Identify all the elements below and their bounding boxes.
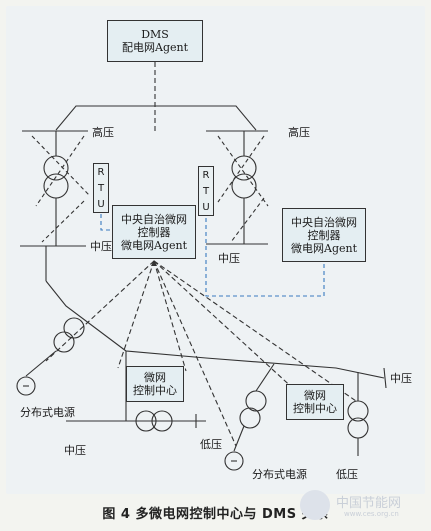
central-left-line2: 控制器 (137, 225, 171, 239)
microgrid-center-left: 微网 控制中心 (126, 366, 184, 402)
label-dg-left: 分布式电源 (20, 406, 75, 419)
rtu-left-r: R (97, 166, 105, 178)
central-left-line1: 中央自治微网 (121, 212, 187, 226)
dg-right-link (233, 425, 245, 452)
dg-left-transformer-lower (53, 331, 75, 353)
rtu-left: R T U (93, 163, 109, 213)
label-mv-left: 中压 (90, 240, 112, 253)
watermark-text: 中国节能网 (336, 496, 402, 511)
rtu-right-u: U (202, 201, 210, 213)
mg-left-line2: 控制中心 (133, 384, 177, 397)
comm-dash-1 (45, 260, 155, 362)
right-dash-3 (230, 197, 265, 243)
label-hv-left: 高压 (92, 126, 114, 139)
watermark-logo-icon (300, 490, 330, 520)
figure-caption: 图 4 多微电网控制中心与 DMS 关系 (102, 507, 329, 522)
comm-dash-4 (153, 260, 237, 447)
dg-right-transformer-lower (239, 407, 261, 429)
dg-left-source (16, 376, 36, 396)
bottom-transformer-left (135, 410, 157, 432)
label-mv-bottom-left: 中压 (64, 444, 86, 457)
dms-box-line2: 配电网Agent (122, 41, 188, 54)
dg-left-transformer-upper (63, 317, 85, 339)
left-feeder-diag (45, 280, 127, 352)
dg-right-source (224, 451, 244, 471)
left-dash-2 (35, 135, 85, 207)
rtu-right-comm (205, 218, 325, 297)
watermark-url: www.ces.org.cn (344, 510, 399, 518)
central-right-line2: 控制器 (307, 228, 341, 242)
left-transformer-upper (43, 155, 69, 181)
central-right-line1: 中央自治微网 (291, 215, 357, 229)
microgrid-center-right: 微网 控制中心 (286, 384, 344, 420)
central-controller-right: 中央自治微网 控制器 微电网Agent (282, 208, 366, 262)
central-controller-left: 中央自治微网 控制器 微电网Agent (112, 205, 196, 259)
right-transformer-upper (231, 155, 257, 181)
left-dash-3 (41, 200, 85, 243)
diagram-frame: DMS 配电网Agent 中央自治微网 控制器 微电网Agent 中央自治微网 … (6, 6, 425, 494)
right-dash-2 (217, 135, 265, 203)
comm-dash-3 (153, 260, 187, 372)
label-mv-right: 中压 (390, 372, 412, 385)
label-hv-right: 高压 (288, 126, 310, 139)
comm-dash-5 (153, 260, 297, 392)
right-dash-1 (217, 135, 269, 207)
mg-right-line2: 控制中心 (293, 402, 337, 415)
comm-arrow-head (151, 260, 157, 266)
rtu-right: R T U (198, 166, 214, 216)
comm-dash-6 (153, 260, 357, 402)
rtu-right-t: T (202, 185, 210, 197)
label-lv-left: 低压 (200, 438, 222, 451)
feeder-top-left (55, 105, 155, 131)
right-lv-transformer-upper (347, 400, 369, 422)
mg-left-line1: 微网 (144, 371, 166, 384)
left-dash-1 (31, 135, 91, 197)
rtu-left-t: T (97, 182, 105, 194)
dg-right-feeder (255, 363, 275, 392)
feeder-top-right (155, 105, 257, 131)
label-lv-right: 低压 (336, 468, 358, 481)
dms-box: DMS 配电网Agent (107, 20, 203, 62)
watermark: 中国节能网 www.ces.org.cn (300, 488, 428, 528)
mg-right-line1: 微网 (304, 389, 326, 402)
rtu-left-comm (100, 214, 114, 231)
bottom-transformer-right (151, 410, 173, 432)
mv-main-feeder (125, 350, 385, 379)
mv-feeder-end-tick (383, 367, 387, 389)
rtu-right-r: R (202, 169, 210, 181)
comm-dash-2 (117, 260, 155, 369)
rtu-left-u: U (97, 198, 105, 210)
diagram-canvas (16, 62, 387, 471)
dg-right-transformer-upper (245, 390, 267, 412)
label-mv-center: 中压 (218, 252, 240, 265)
dms-box-line1: DMS (141, 28, 169, 41)
central-left-line3: 微电网Agent (121, 238, 187, 252)
dg-left-link (25, 350, 57, 377)
central-right-line3: 微电网Agent (291, 241, 357, 255)
label-dg-right: 分布式电源 (252, 468, 307, 481)
